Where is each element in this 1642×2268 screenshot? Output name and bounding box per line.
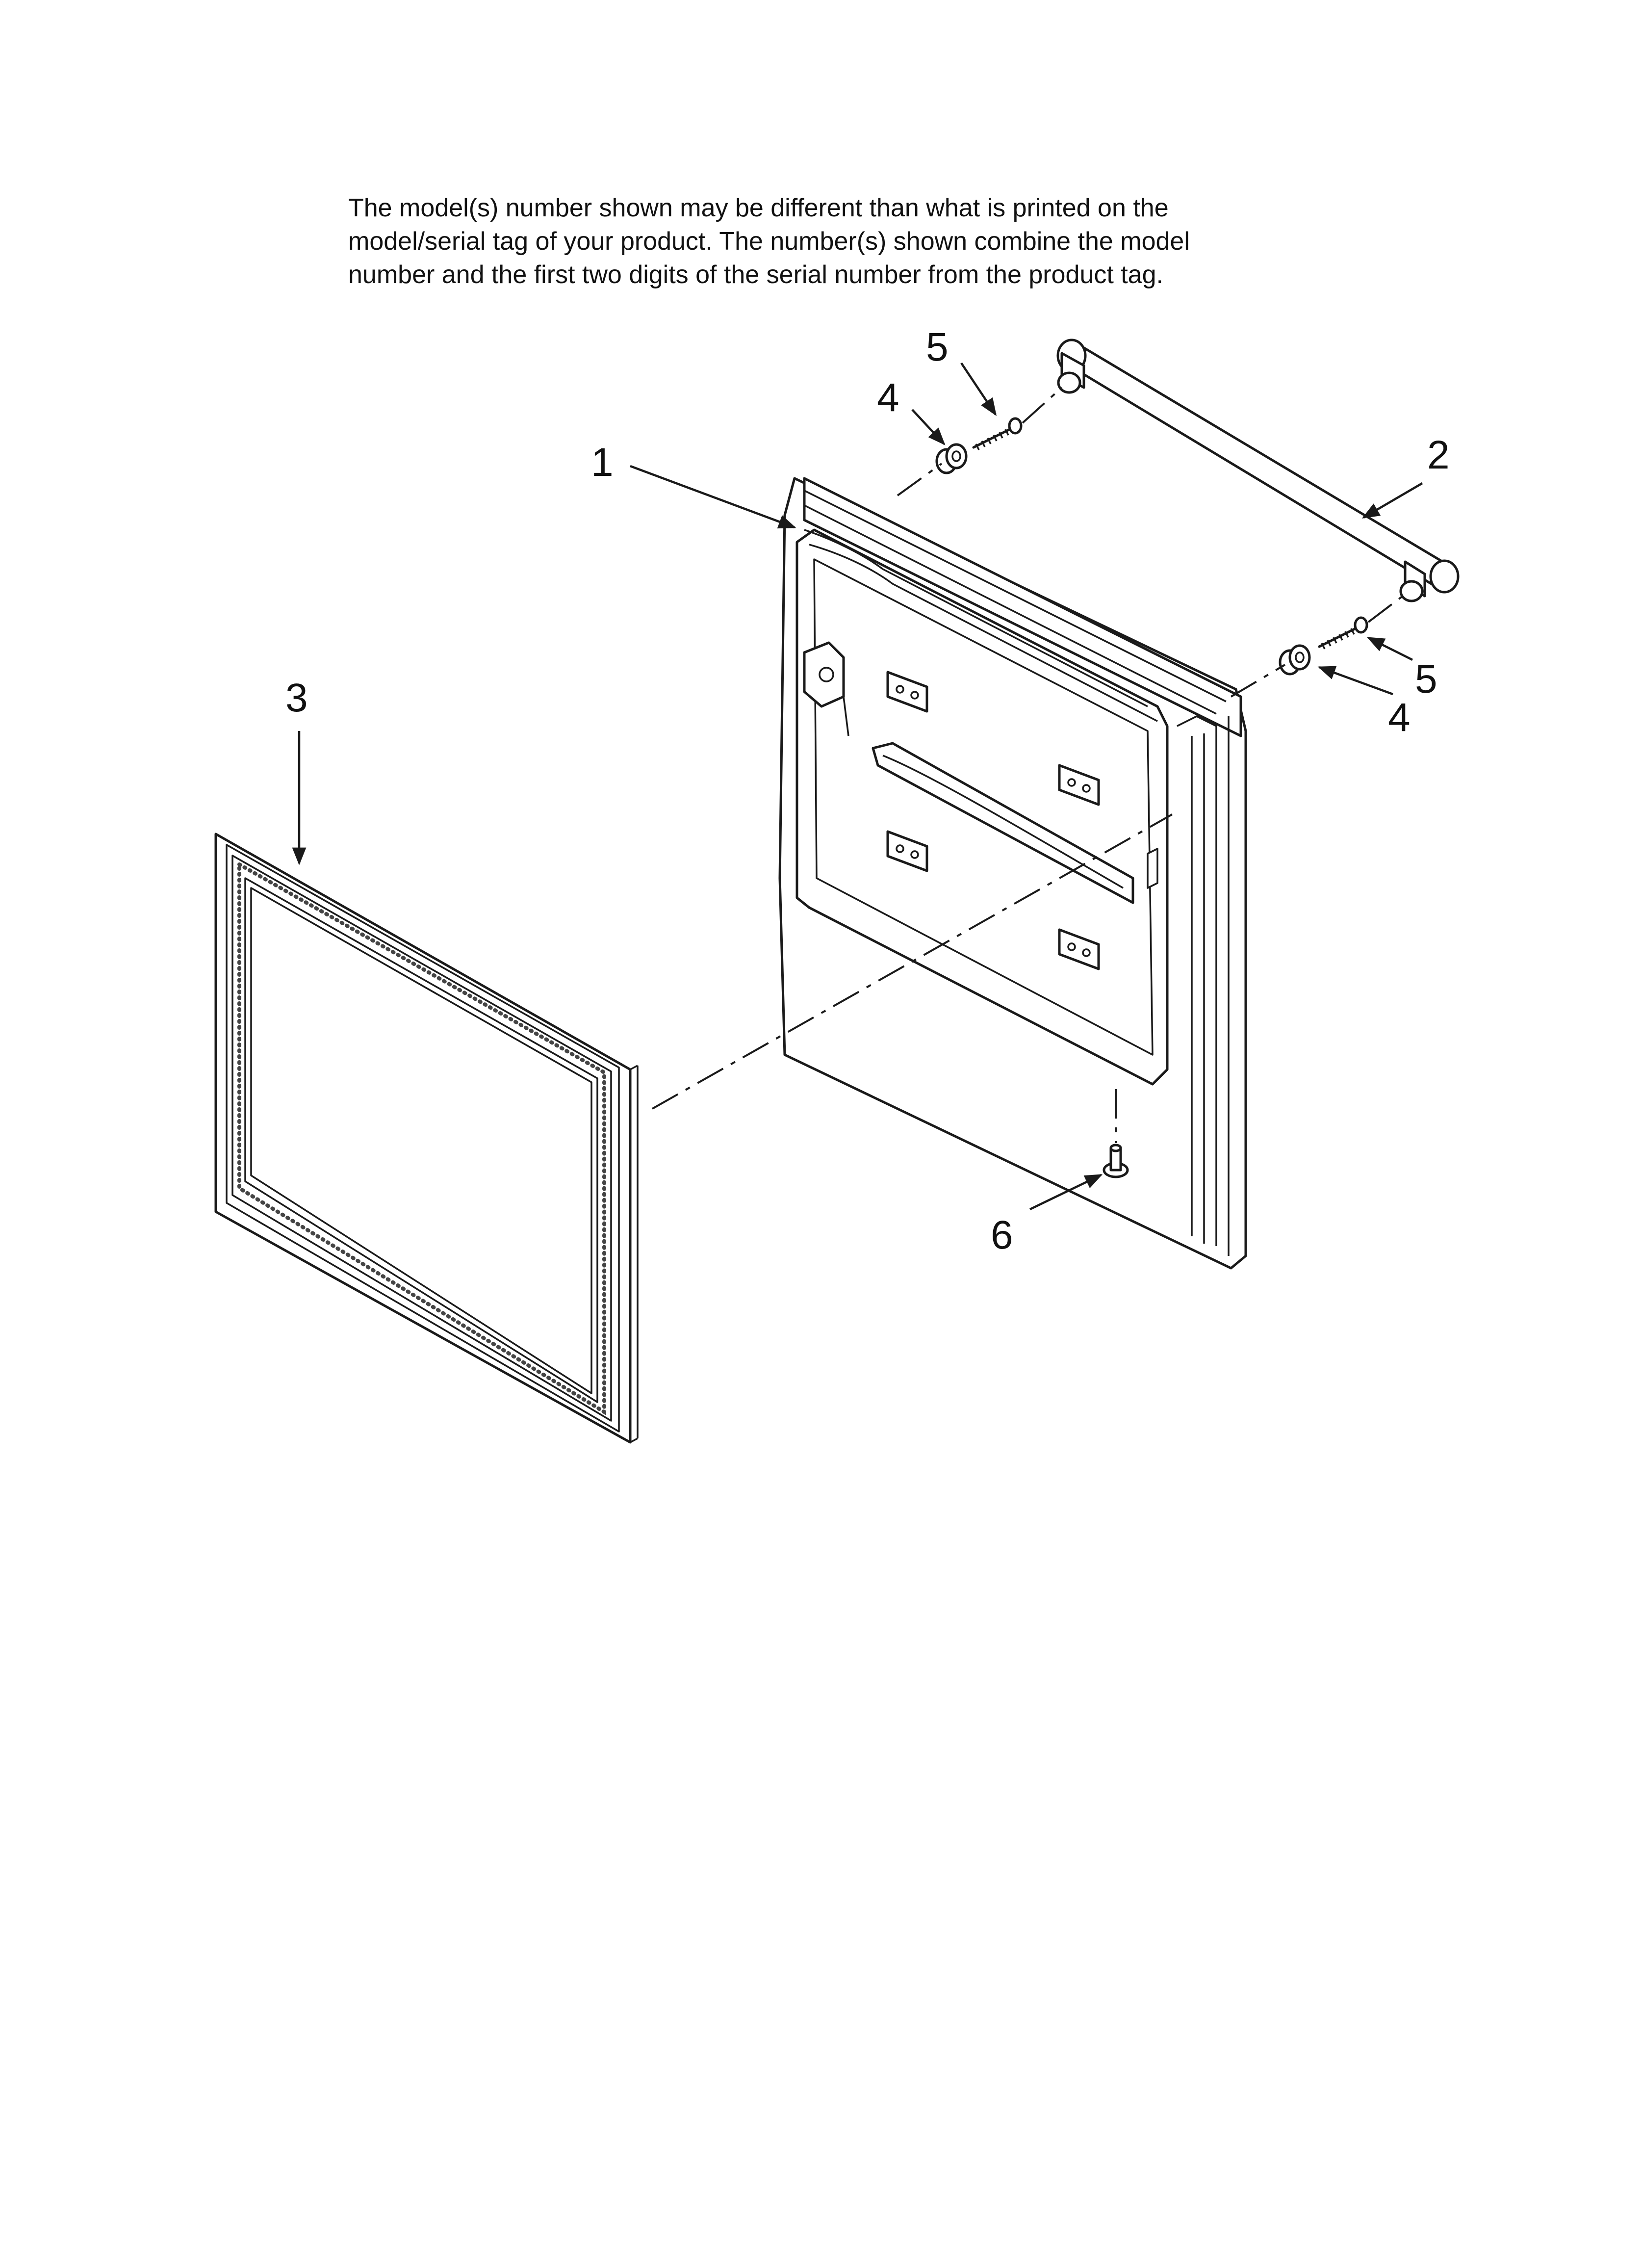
callout-gasket: 3	[285, 676, 308, 720]
handle-screw-bottom	[1318, 616, 1368, 650]
callout-door: 1	[591, 440, 614, 485]
handle-spacer-bottom	[1279, 644, 1311, 676]
callout-screw-top: 5	[926, 325, 949, 369]
callout-plug: 6	[991, 1213, 1013, 1257]
handle-spacer-top	[935, 443, 968, 474]
note-line-3: number and the first two digits of the s…	[348, 261, 1163, 289]
door-shelf-pad	[886, 830, 928, 872]
door-shelf-pad	[886, 671, 928, 713]
hinge-bracket	[803, 641, 849, 736]
assembly-centerlines	[652, 387, 1404, 1143]
door-handle	[1056, 339, 1460, 602]
door-shelf-pad	[1058, 764, 1100, 806]
door-gasket	[214, 833, 639, 1444]
callout-screw-bottom: 5	[1415, 657, 1437, 702]
model-number-note: The model(s) number shown may be differe…	[348, 191, 1378, 291]
note-line-1: The model(s) number shown may be differe…	[348, 194, 1169, 222]
callout-spacer-top: 4	[877, 375, 899, 420]
door-shelf-pad	[1058, 928, 1100, 970]
note-line-2: model/serial tag of your product. The nu…	[348, 227, 1190, 256]
callout-spacer-bottom: 4	[1388, 695, 1411, 740]
callout-leaders	[292, 362, 1423, 1211]
door-plug	[1103, 1144, 1129, 1178]
handle-screw-top	[972, 417, 1023, 450]
freezer-door	[778, 477, 1247, 1270]
callout-handle: 2	[1427, 433, 1450, 477]
